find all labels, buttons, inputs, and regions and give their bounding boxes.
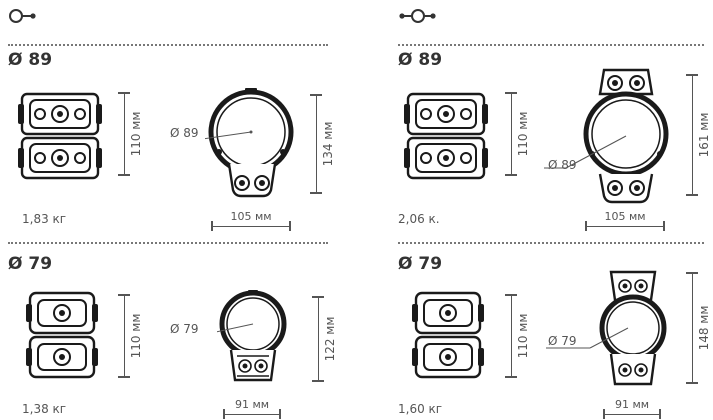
total-height-label: 122 мм bbox=[323, 316, 337, 362]
diameter-heading: Ø 89 bbox=[398, 50, 443, 70]
divider bbox=[398, 242, 704, 244]
divider bbox=[8, 44, 328, 46]
height-dimension: 110 мм bbox=[118, 294, 143, 378]
weight-label: 1,38 кг bbox=[22, 402, 67, 416]
clamp-side-view bbox=[18, 90, 102, 182]
clamp-side-view bbox=[404, 90, 488, 182]
clamp-side-view bbox=[26, 290, 98, 380]
weight-label: 1,83 кг bbox=[22, 212, 67, 226]
mid-mount-connector-icon bbox=[398, 8, 438, 28]
height-dimension: 110 мм bbox=[118, 92, 143, 176]
clamp-front-view bbox=[217, 290, 289, 386]
divider bbox=[398, 44, 704, 46]
clamp-side-view bbox=[412, 290, 484, 380]
width-dimension: 105 мм bbox=[585, 210, 665, 231]
width-label: 91 мм bbox=[614, 398, 650, 411]
pipe-leader-line bbox=[546, 327, 629, 349]
diameter-heading: Ø 89 bbox=[8, 50, 53, 70]
pipe-diameter-label: Ø 89 bbox=[170, 126, 199, 140]
total-height-label: 161 мм bbox=[697, 112, 711, 158]
end-mount-connector-icon bbox=[8, 8, 38, 28]
weight-label: 1,60 кг bbox=[398, 402, 443, 416]
width-label: 105 мм bbox=[604, 210, 646, 223]
width-dimension: 91 мм bbox=[223, 398, 281, 419]
clamp-front-view bbox=[205, 88, 301, 200]
width-label: 105 мм bbox=[230, 210, 272, 223]
width-dimension: 91 мм bbox=[603, 398, 661, 419]
pipe-diameter-label: Ø 89 bbox=[548, 158, 577, 172]
height-label: 110 мм bbox=[516, 313, 530, 359]
total-height-label: 134 мм bbox=[321, 121, 335, 167]
clamp-front-view bbox=[578, 68, 674, 204]
clamp-front-view bbox=[597, 270, 669, 390]
diameter-heading: Ø 79 bbox=[8, 254, 53, 274]
pipe-leader-line bbox=[544, 135, 627, 169]
total-height-dimension: 134 мм bbox=[310, 94, 335, 194]
diameter-heading: Ø 79 bbox=[398, 254, 443, 274]
pipe-diameter-label: Ø 79 bbox=[170, 322, 199, 336]
height-label: 110 мм bbox=[516, 111, 530, 157]
pipe-diameter-label: Ø 79 bbox=[548, 334, 577, 348]
height-dimension: 110 мм bbox=[505, 294, 530, 378]
total-height-dimension: 122 мм bbox=[312, 296, 337, 382]
width-label: 91 мм bbox=[234, 398, 270, 411]
width-dimension: 105 мм bbox=[211, 210, 291, 231]
height-label: 110 мм bbox=[129, 313, 143, 359]
height-dimension: 110 мм bbox=[505, 92, 530, 176]
height-label: 110 мм bbox=[129, 111, 143, 157]
total-height-dimension: 148 мм bbox=[686, 272, 711, 384]
total-height-label: 148 мм bbox=[697, 305, 711, 351]
divider bbox=[8, 242, 328, 244]
weight-label: 2,06 к. bbox=[398, 212, 440, 226]
total-height-dimension: 161 мм bbox=[686, 74, 711, 196]
